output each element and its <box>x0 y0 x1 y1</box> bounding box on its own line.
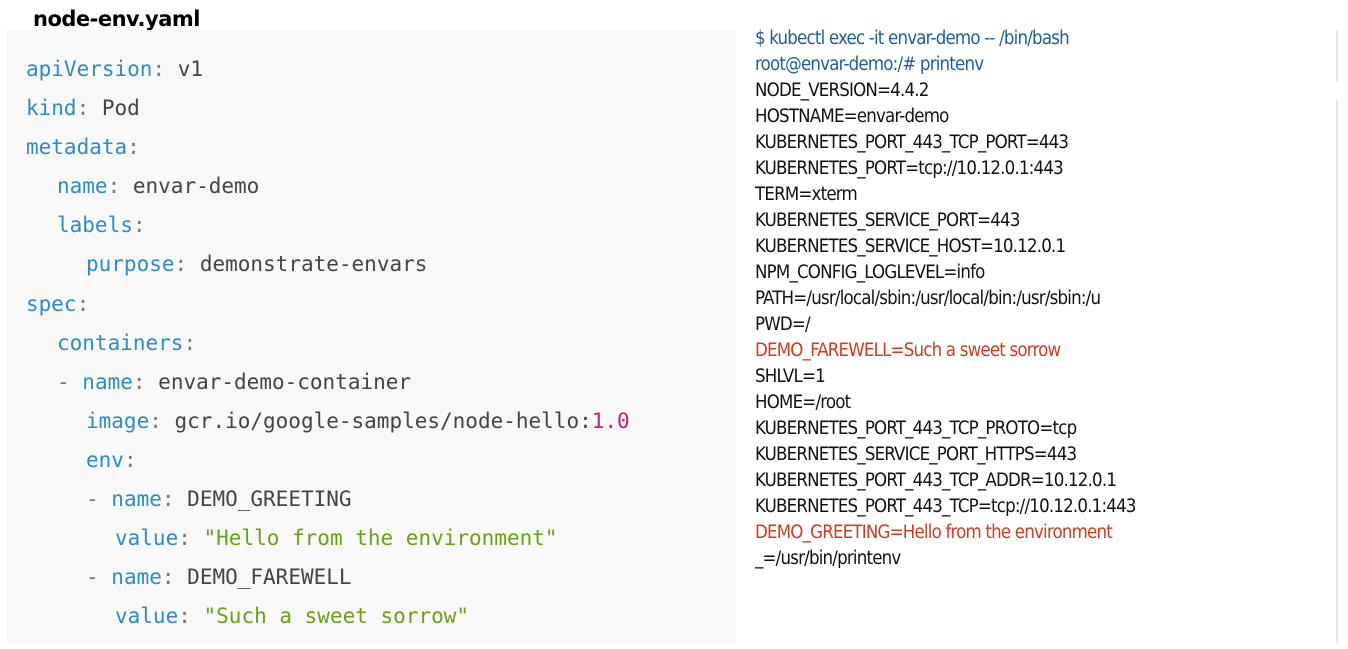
env-line: SHLVL=1 <box>755 366 826 387</box>
terminal-output: $ kubectl exec -it envar-demo -- /bin/ba… <box>755 26 1348 572</box>
edge-divider <box>1336 30 1338 82</box>
yaml-key: name <box>111 565 162 590</box>
env-line: NPM_CONFIG_LOGLEVEL=info <box>755 262 985 283</box>
yaml-value: DEMO_GREETING <box>187 487 352 512</box>
yaml-key: value <box>115 526 179 551</box>
env-line: KUBERNETES_PORT=tcp://10.12.0.1:443 <box>755 158 1064 179</box>
env-line: KUBERNETES_SERVICE_PORT=443 <box>755 210 1020 231</box>
env-line: KUBERNETES_SERVICE_PORT_HTTPS=443 <box>755 444 1077 465</box>
yaml-key: name <box>57 174 108 199</box>
yaml-line-env: env: <box>86 447 137 472</box>
yaml-string: "Such a sweet sorrow" <box>203 604 470 629</box>
yaml-line-image: image: gcr.io/google-samples/node-hello:… <box>86 408 630 433</box>
yaml-line-env-farewell-value: value: "Such a sweet sorrow" <box>115 604 470 629</box>
yaml-key: kind <box>26 96 77 121</box>
yaml-key: purpose <box>86 252 175 277</box>
yaml-line-apiversion: apiVersion: v1 <box>26 57 204 81</box>
yaml-key: value <box>115 604 179 629</box>
yaml-line-metadata: metadata: <box>26 135 140 160</box>
env-line: PWD=/ <box>755 314 811 335</box>
yaml-key: spec <box>26 291 77 316</box>
yaml-line-metadata-name: name: envar-demo <box>57 174 260 199</box>
file-title: node-env.yaml <box>33 7 200 31</box>
yaml-code-block: apiVersion: v1 kind: Pod metadata: name:… <box>26 54 630 640</box>
yaml-line-env-farewell-name: - name: DEMO_FAREWELL <box>86 565 352 590</box>
yaml-value: Pod <box>101 96 140 121</box>
env-line: _=/usr/bin/printenv <box>755 548 901 569</box>
env-line-highlighted: DEMO_FAREWELL=Such a sweet sorrow <box>755 340 1061 361</box>
yaml-key: metadata <box>26 135 128 160</box>
yaml-value: envar-demo <box>132 174 260 199</box>
yaml-value: gcr.io/google-samples/node-hello: <box>174 408 592 433</box>
env-line: KUBERNETES_PORT_443_TCP=tcp://10.12.0.1:… <box>755 496 1136 517</box>
yaml-key: apiVersion <box>26 57 153 81</box>
env-line: NODE_VERSION=4.4.2 <box>755 80 929 101</box>
yaml-line-containers: containers: <box>57 330 197 355</box>
env-line: PATH=/usr/local/sbin:/usr/local/bin:/usr… <box>755 288 1101 309</box>
yaml-key: containers <box>57 330 184 355</box>
yaml-key: name <box>111 487 162 512</box>
yaml-line-spec: spec: <box>26 291 90 316</box>
env-line: KUBERNETES_PORT_443_TCP_ADDR=10.12.0.1 <box>755 470 1117 491</box>
yaml-line-kind: kind: Pod <box>26 96 140 121</box>
yaml-key: env <box>86 447 124 472</box>
yaml-line-purpose: purpose: demonstrate-envars <box>86 252 428 277</box>
env-line: HOSTNAME=envar-demo <box>755 106 949 127</box>
env-line: KUBERNETES_SERVICE_HOST=10.12.0.1 <box>755 236 1066 257</box>
env-line: HOME=/root <box>755 392 851 413</box>
yaml-value: envar-demo-container <box>158 369 412 394</box>
yaml-value: demonstrate-envars <box>199 252 428 277</box>
yaml-key: image <box>86 408 150 433</box>
yaml-line-labels: labels: <box>57 213 146 238</box>
yaml-code-panel <box>6 30 736 643</box>
yaml-key: name <box>82 369 133 394</box>
env-line: KUBERNETES_PORT_443_TCP_PORT=443 <box>755 132 1069 153</box>
env-line: TERM=xterm <box>755 184 858 205</box>
yaml-value: DEMO_FAREWELL <box>187 565 352 590</box>
yaml-value: v1 <box>177 57 204 81</box>
terminal-command: $ kubectl exec -it envar-demo -- /bin/ba… <box>755 28 1070 49</box>
env-line-highlighted: DEMO_GREETING=Hello from the environment <box>755 522 1113 543</box>
yaml-key: labels <box>57 213 133 238</box>
terminal-prompt: root@envar-demo:/# printenv <box>755 54 984 75</box>
yaml-number: 1.0 <box>591 408 630 433</box>
yaml-line-env-greeting-value: value: "Hello from the environment" <box>115 526 558 551</box>
yaml-line-env-greeting-name: - name: DEMO_GREETING <box>86 487 352 512</box>
yaml-line-container-name: - name: envar-demo-container <box>57 369 412 394</box>
edge-divider <box>1336 100 1338 643</box>
yaml-string: "Hello from the environment" <box>203 526 558 551</box>
env-line: KUBERNETES_PORT_443_TCP_PROTO=tcp <box>755 418 1077 439</box>
